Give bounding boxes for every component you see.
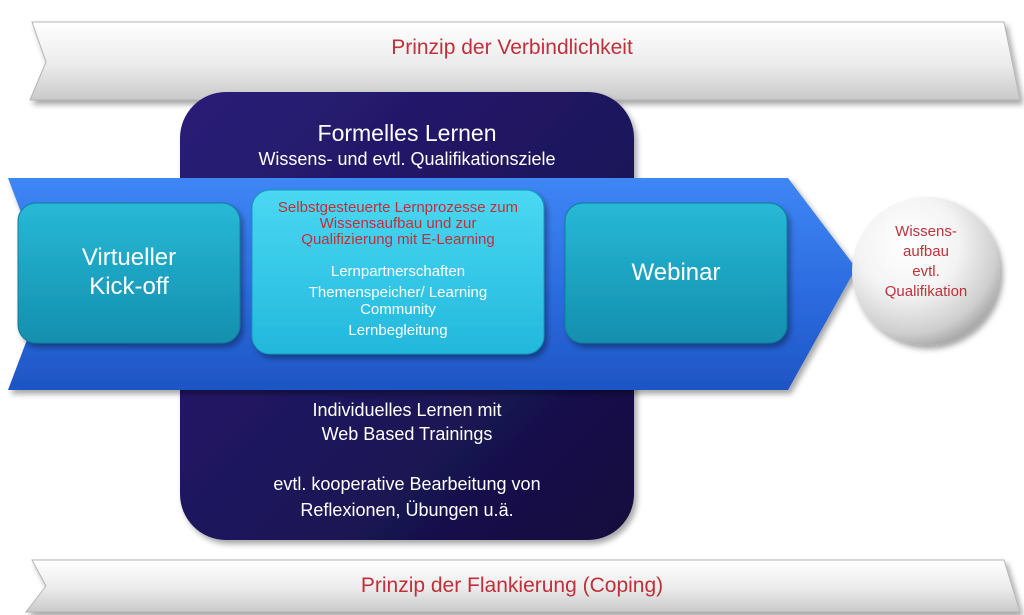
- item-lernbegleitung: Lernbegleitung: [348, 322, 448, 339]
- kickoff-tile-shape: [17, 202, 241, 344]
- bottom-banner: [24, 559, 1021, 613]
- self-directed-items: Lernpartnerschaften Themenspeicher/ Lear…: [252, 263, 544, 339]
- self-directed-heading: Selbstgesteuerte Lernprozesse zum Wissen…: [277, 199, 519, 248]
- item-themenspeicher: Themenspeicher/ Learning Community: [308, 284, 488, 318]
- item-lernpartnerschaften: Lernpartnerschaften: [330, 263, 466, 280]
- outcome-sphere: [852, 197, 1000, 345]
- formal-learning-subtitle: Wissens- und evtl. Qualifikationsziele: [258, 149, 556, 169]
- individual-learning-text: Individuelles Lernen mit Web Based Train…: [312, 400, 502, 444]
- webinar-label: Webinar: [631, 258, 721, 286]
- bottom-banner-label: Prinzip der Flankierung (Coping): [360, 574, 664, 597]
- self-directed-tile-shape: [251, 189, 545, 355]
- webinar-tile-shape: [564, 202, 788, 344]
- cooperative-work-text: evtl. kooperative Bearbeitung von Reflex…: [273, 474, 541, 520]
- kickoff-label: Virtueller Kick-off: [81, 244, 177, 300]
- top-banner-label: Prinzip der Verbindlichkeit: [391, 36, 633, 59]
- outcome-label: Wissens- aufbau evtl. Qualifikation: [884, 223, 968, 300]
- top-banner: [29, 21, 1021, 101]
- formal-learning-title: Formelles Lernen: [317, 120, 497, 146]
